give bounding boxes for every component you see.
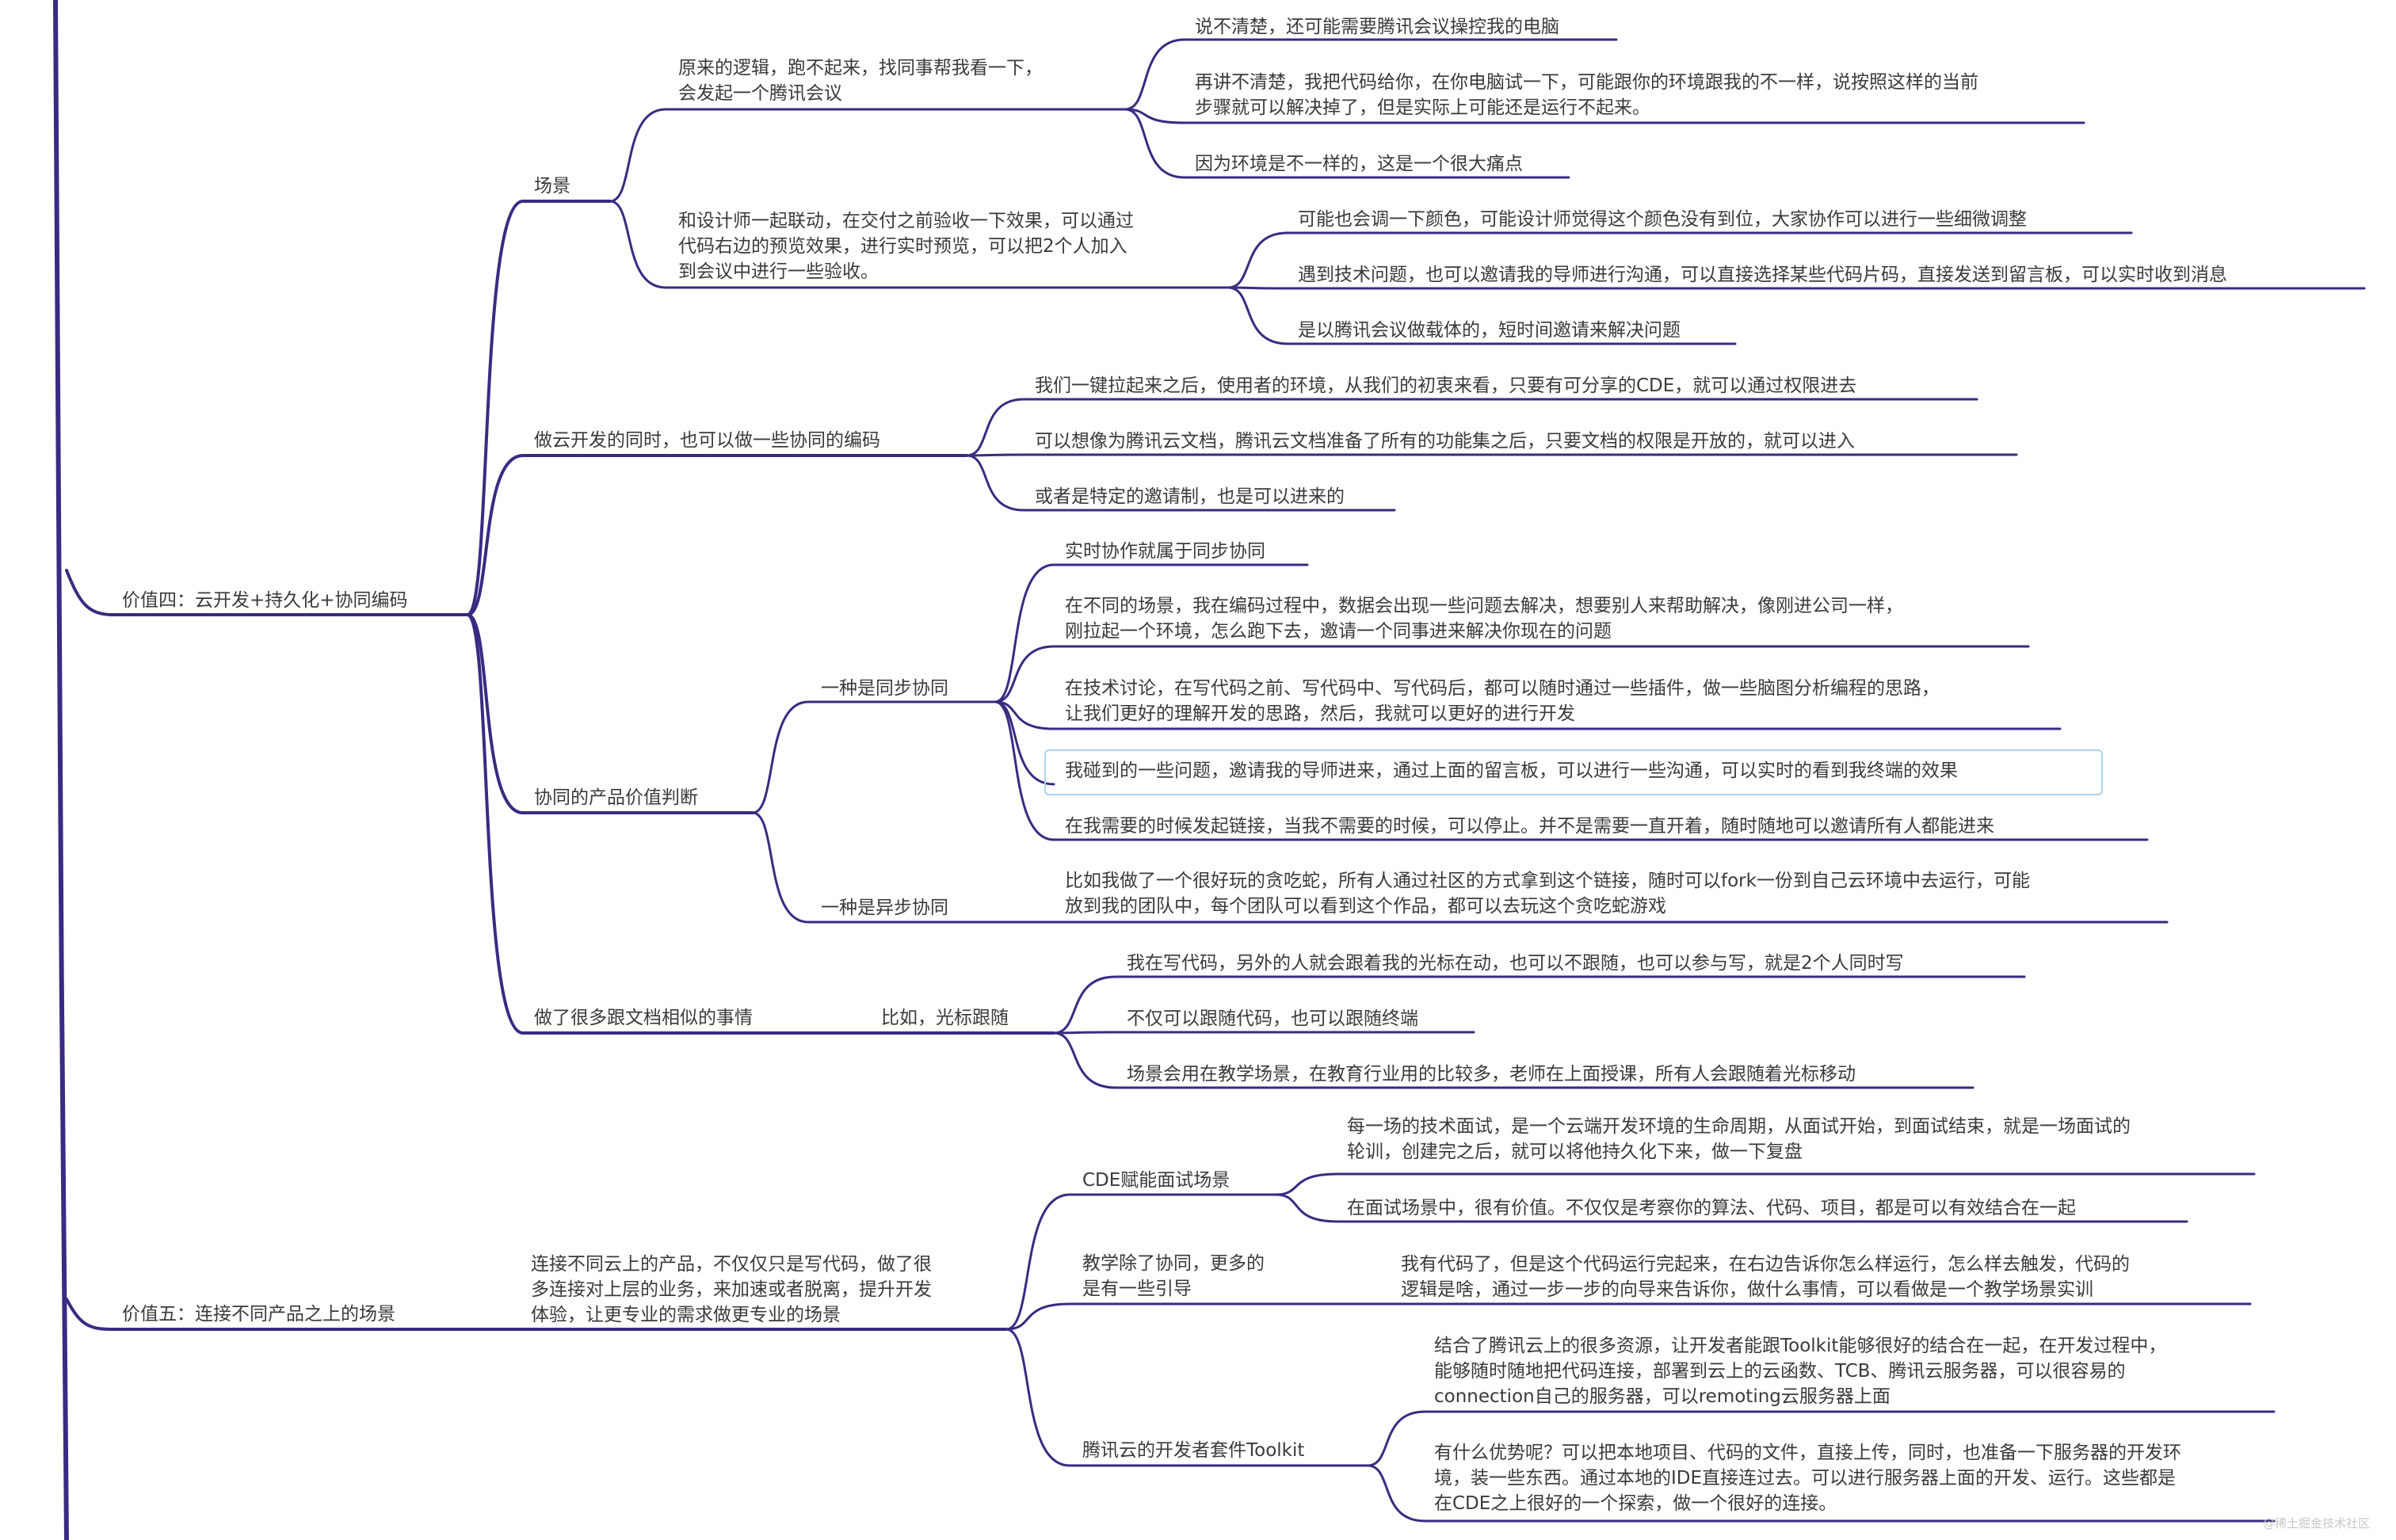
edge-mindmap-plugin [994,700,2062,730]
topic-toolkit-resources[interactable]: 结合了腾讯云上的很多资源，让开发者能跟Toolkit能够很好的结合在一起，在开发… [1434,1336,2167,1407]
edge-sync [751,700,997,814]
edge-invite-colleague [994,645,2030,703]
edge-teaching-guide [1005,1302,1380,1331]
topic-toolkit[interactable]: 腾讯云的开发者套件Toolkit [1082,1440,1305,1461]
edge-toolkit [1005,1328,1369,1467]
edge-env-pain [1124,108,1570,179]
edge-toolkit-advantages [1366,1464,2276,1523]
edge-pair-writing [1052,975,2026,1035]
edge-on-demand [994,700,2149,841]
root-spine [53,0,69,1540]
topic-connect-products[interactable]: 连接不同云上的产品，不仅仅只是写代码，做了很 多连接对上层的业务，来加速或者脱离… [531,1254,932,1325]
topic-realtime-sync[interactable]: 实时协作就属于同步协同 [1065,541,1265,562]
topic-mindmap-plugin[interactable]: 在技术讨论，在写代码之前、写代码中、写代码后，都可以随时通过一些插件，做一些脑图… [1065,678,1940,724]
topic-cde-permission[interactable]: 我们一键拉起来之后，使用者的环境，从我们的初衷来看，只要有可分享的CDE，就可以… [1035,375,1857,396]
topic-share-code[interactable]: 再讲不清楚，我把代码给你，在你电脑试一下，可能跟你的环境跟我的不一样，说按照这样… [1195,72,1978,118]
topic-sync-collab[interactable]: 一种是同步协同 [821,678,948,699]
edge-remote-control [1124,38,1618,111]
topic-scene[interactable]: 场景 [534,176,570,196]
topic-invite-mentor[interactable]: 遇到技术问题，也可以邀请我的导师进行沟通，可以直接选择某些代码片码，直接发送到留… [1298,265,2227,285]
edge-toolkit-resources [1366,1410,2276,1467]
edge-interview-value [1274,1193,2188,1223]
topic-product-value[interactable]: 协同的产品价值判断 [534,787,698,808]
edge-invite-only [965,454,1396,512]
topic-value-four[interactable]: 价值四：云开发+持久化+协同编码 [122,590,408,611]
topic-step-wizard[interactable]: 我有代码了，但是这个代码运行完起来，在右边告诉你怎么样运行，怎么样去触发，代码的… [1401,1254,2130,1300]
topic-interview-lifecycle[interactable]: 每一场的技术面试，是一个云端开发环境的生命周期，从面试开始，到面试结束，就是一场… [1347,1116,2131,1162]
topic-follow-terminal[interactable]: 不仅可以跟随代码，也可以跟随终端 [1127,1008,1418,1029]
edge-product-value [466,613,754,814]
topic-remote-control[interactable]: 说不清楚，还可能需要腾讯会议操控我的电脑 [1195,17,1559,37]
topic-invite-only[interactable]: 或者是特定的邀请制，也是可以进来的 [1035,486,1345,507]
edge-interview-lifecycle [1274,1172,2256,1196]
topic-designer-review[interactable]: 和设计师一起联动，在交付之前验收一下效果，可以通过 代码右边的预览效果，进行实时… [678,211,1134,282]
topic-logic-not-running[interactable]: 原来的逻辑，跑不起来，找同事帮我看一下， 会发起一个腾讯会议 [678,58,1043,104]
topic-cde-interview[interactable]: CDE赋能面试场景 [1082,1170,1230,1191]
topic-cloud-collab-coding[interactable]: 做云开发的同时，也可以做一些协同的编码 [534,430,880,451]
edge-adjust-color [1227,231,2133,289]
selected-node-outline [1044,749,2103,795]
topic-snake-game-fork[interactable]: 比如我做了一个很好玩的贪吃蛇，所有人通过社区的方式拿到这个链接，随时可以fork… [1065,871,2030,917]
topic-cursor-follow[interactable]: 比如，光标跟随 [881,1008,1009,1028]
topic-env-pain-point[interactable]: 因为环境是不一样的，这是一个很大痛点 [1195,154,1523,174]
edge-designer-review [609,200,1230,289]
edge-value-four [65,569,469,616]
topic-teaching-guide[interactable]: 教学除了协同，更多的 是有一些引导 [1082,1253,1265,1299]
topic-teaching-scene[interactable]: 场景会用在教学场景，在教育行业用的比较多，老师在上面授课，所有人会跟随着光标移动 [1127,1064,1856,1084]
edge-cde-permission [965,398,1978,457]
topic-invite-colleague[interactable]: 在不同的场景，我在编码过程中，数据会出现一些问题去解决，想要别人来帮助解决，像刚… [1065,596,1903,642]
topic-doc-like-features[interactable]: 做了很多跟文档相似的事情 [534,1008,753,1028]
topic-async-collab[interactable]: 一种是异步协同 [821,898,948,918]
topic-value-five[interactable]: 价值五：连接不同产品之上的场景 [122,1304,395,1325]
topic-pair-writing[interactable]: 我在写代码，另外的人就会跟着我的光标在动，也可以不跟随，也可以参与写，就是2个人… [1127,953,1904,974]
edge-cloud-doc [965,453,2018,457]
edge-value-five [65,1298,1008,1331]
edge-teaching-scene [1052,1031,1974,1089]
topic-meeting-carrier[interactable]: 是以腾讯会议做载体的，短时间邀请来解决问题 [1298,320,1681,341]
topic-on-demand-link[interactable]: 在我需要的时候发起链接，当我不需要的时候，可以停止。并不是需要一直开着，随时随地… [1065,816,1994,837]
topic-interview-value[interactable]: 在面试场景中，很有价值。不仅仅是考察你的算法、代码、项目，都是可以有效结合在一起 [1347,1198,2076,1218]
edge-cloud-collab [466,454,968,616]
edge-follow-terminal [1052,1031,1475,1035]
edge-cde-interview [1005,1193,1277,1331]
edge-mentor-board [994,700,1055,786]
topic-cloud-doc-analogy[interactable]: 可以想像为腾讯云文档，腾讯云文档准备了所有的功能集之后，只要文档的权限是开放的，… [1035,431,1855,452]
edge-async [751,811,997,924]
edge-logic-not-running [609,108,1127,203]
edge-realtime-sync [994,563,1309,703]
topic-adjust-color[interactable]: 可能也会调一下颜色，可能设计师觉得这个颜色没有到位，大家协作可以进行一些细微调整 [1298,209,2027,230]
topic-mentor-message-board[interactable]: 我碰到的一些问题，邀请我的导师进来，通过上面的留言板，可以进行一些沟通，可以实时… [1065,760,1958,781]
edge-doc-like [466,613,1055,1035]
edge-share-code [1124,108,2085,124]
topic-toolkit-advantages[interactable]: 有什么优势呢？可以把本地项目、代码的文件，直接上传，同时，也准备一下服务器的开发… [1434,1443,2181,1514]
watermark-text: @稀土掘金技术社区 [2263,1516,2371,1530]
edge-scene [466,200,612,616]
edge-meeting-carrier [1227,286,1737,345]
